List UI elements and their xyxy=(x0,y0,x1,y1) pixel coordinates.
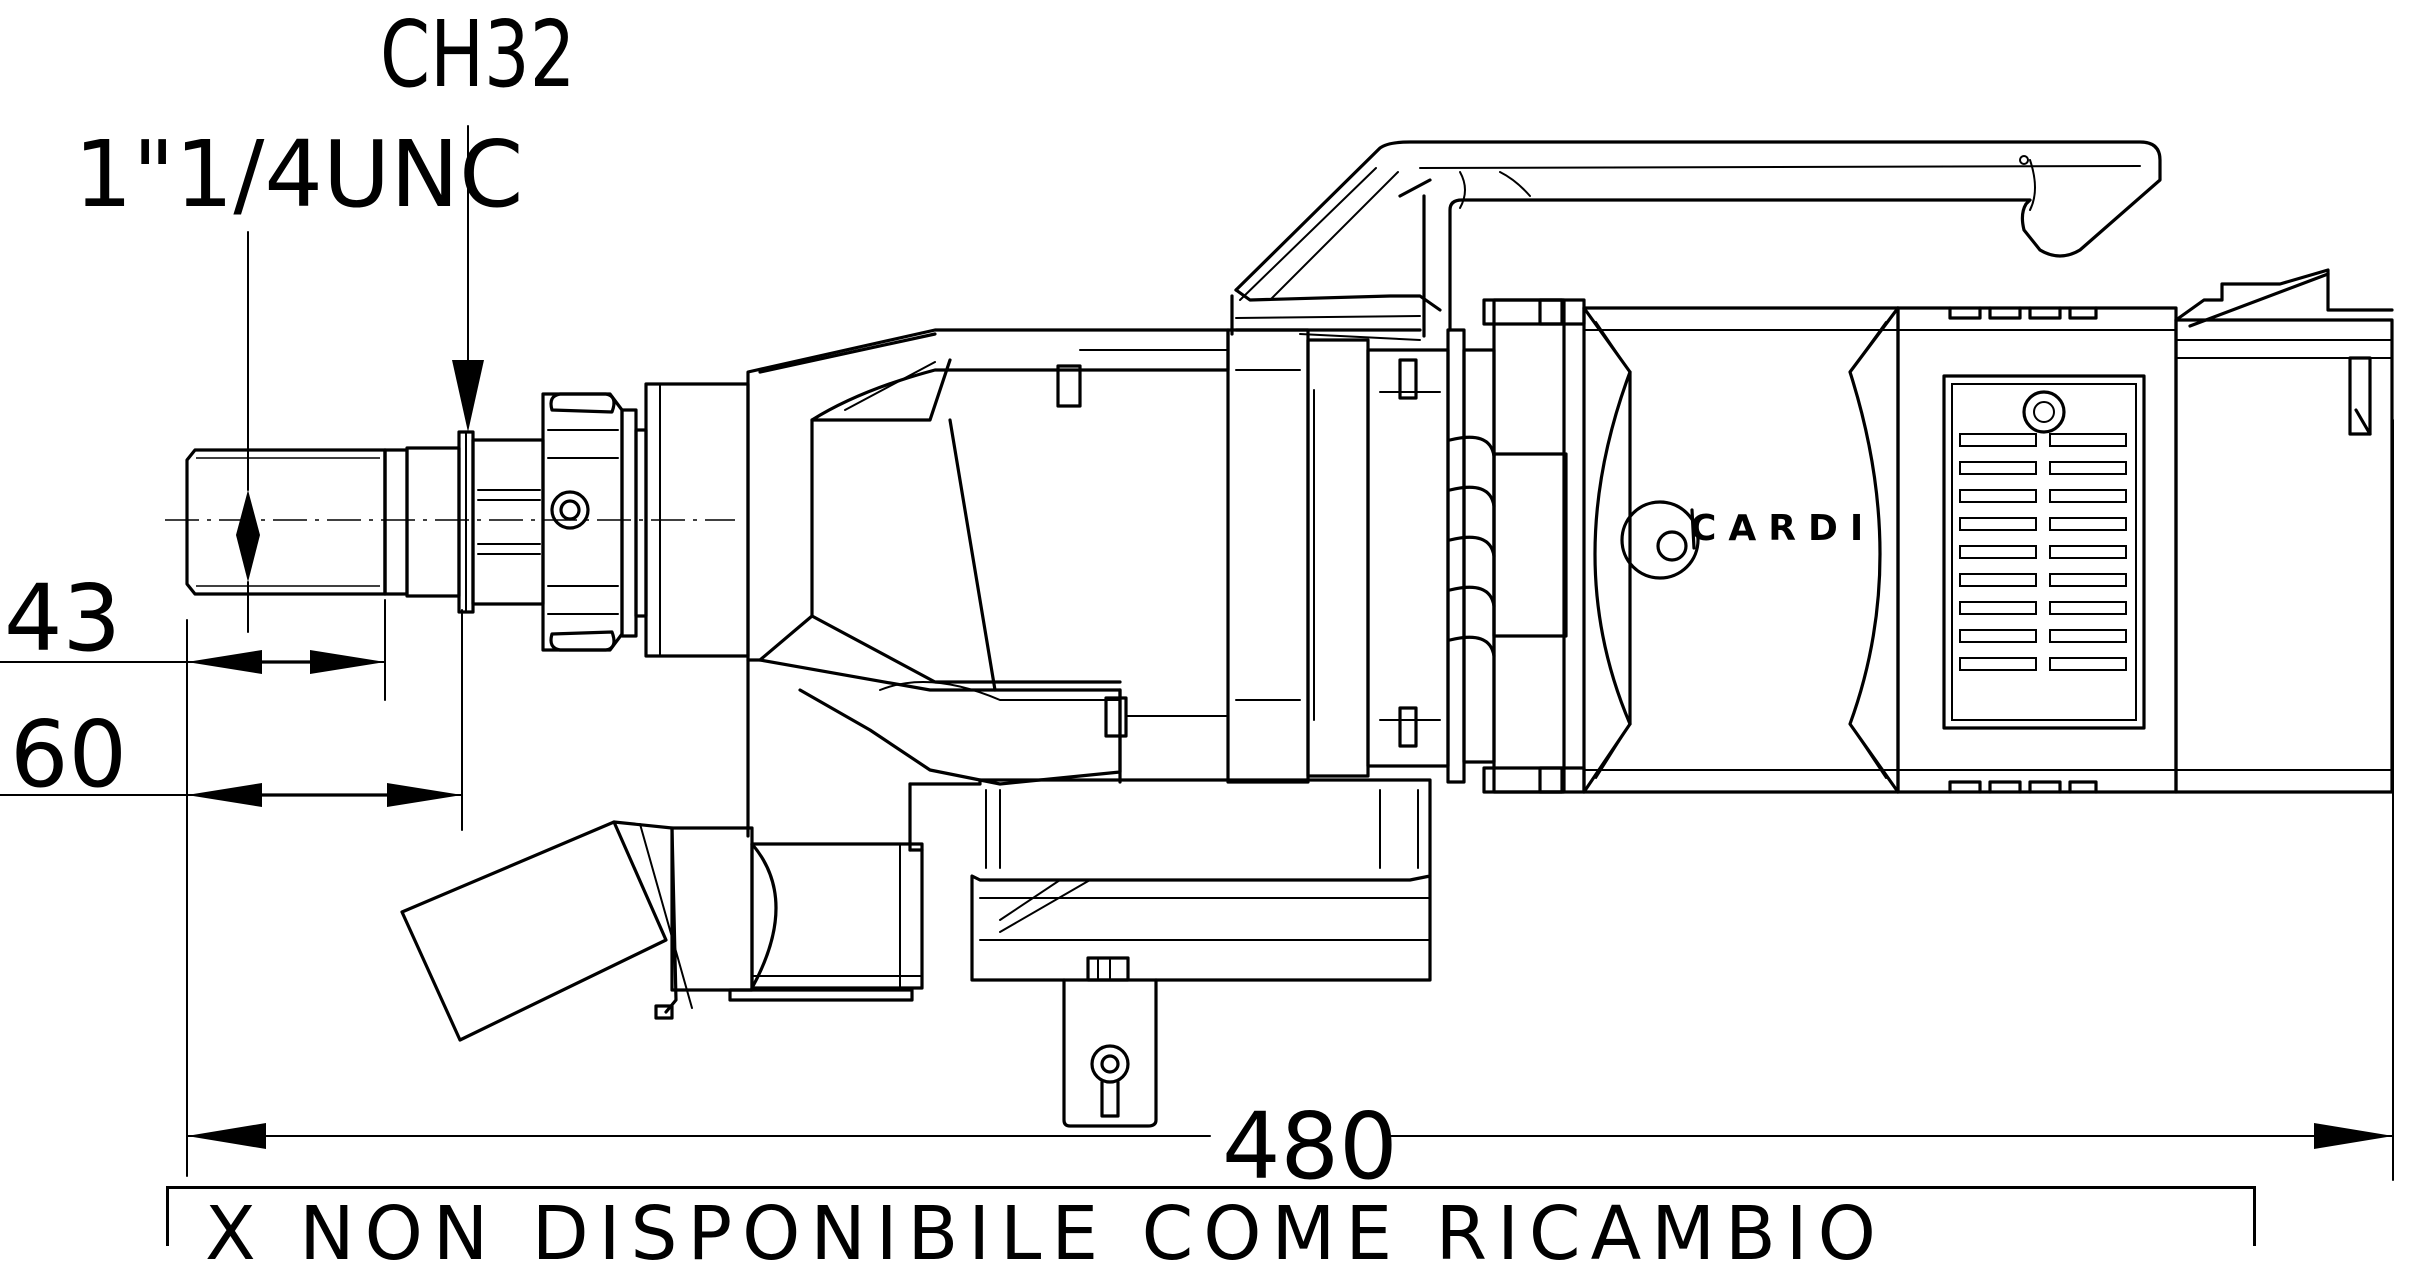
note-box: X NON DISPONIBILE COME RICAMBIO xyxy=(166,1186,2256,1271)
threaded-spindle xyxy=(185,430,475,614)
lower-gear-box xyxy=(908,778,1432,1128)
note-text: X NON DISPONIBILE COME RICAMBIO xyxy=(205,1191,1886,1277)
screw-icon xyxy=(2022,390,2066,434)
wrench-size-label: CH32 xyxy=(380,1,575,108)
thread-label: 1"1/4UNC xyxy=(74,121,523,228)
angled-side-handle xyxy=(400,820,924,1042)
overall-length-label: 480 xyxy=(1222,1093,1398,1200)
chuck-collar xyxy=(471,382,750,658)
flange-stack xyxy=(1226,298,1586,794)
motor-housing: CARDI xyxy=(1582,306,1900,794)
length-43-label: 43 xyxy=(4,565,121,672)
top-handle xyxy=(1230,140,2162,341)
length-60-label: 60 xyxy=(10,701,127,808)
cardi-logo-icon xyxy=(1620,500,1700,580)
brand-logo-text: CARDI xyxy=(1690,508,1875,549)
rear-vent-section xyxy=(1896,268,2394,794)
dimension-lines xyxy=(0,125,2394,1181)
vent-slots xyxy=(1959,433,2127,671)
gear-housing xyxy=(746,328,1230,838)
technical-drawing: CH32 1"1/4UNC 43 60 480 xyxy=(0,1,2394,1200)
